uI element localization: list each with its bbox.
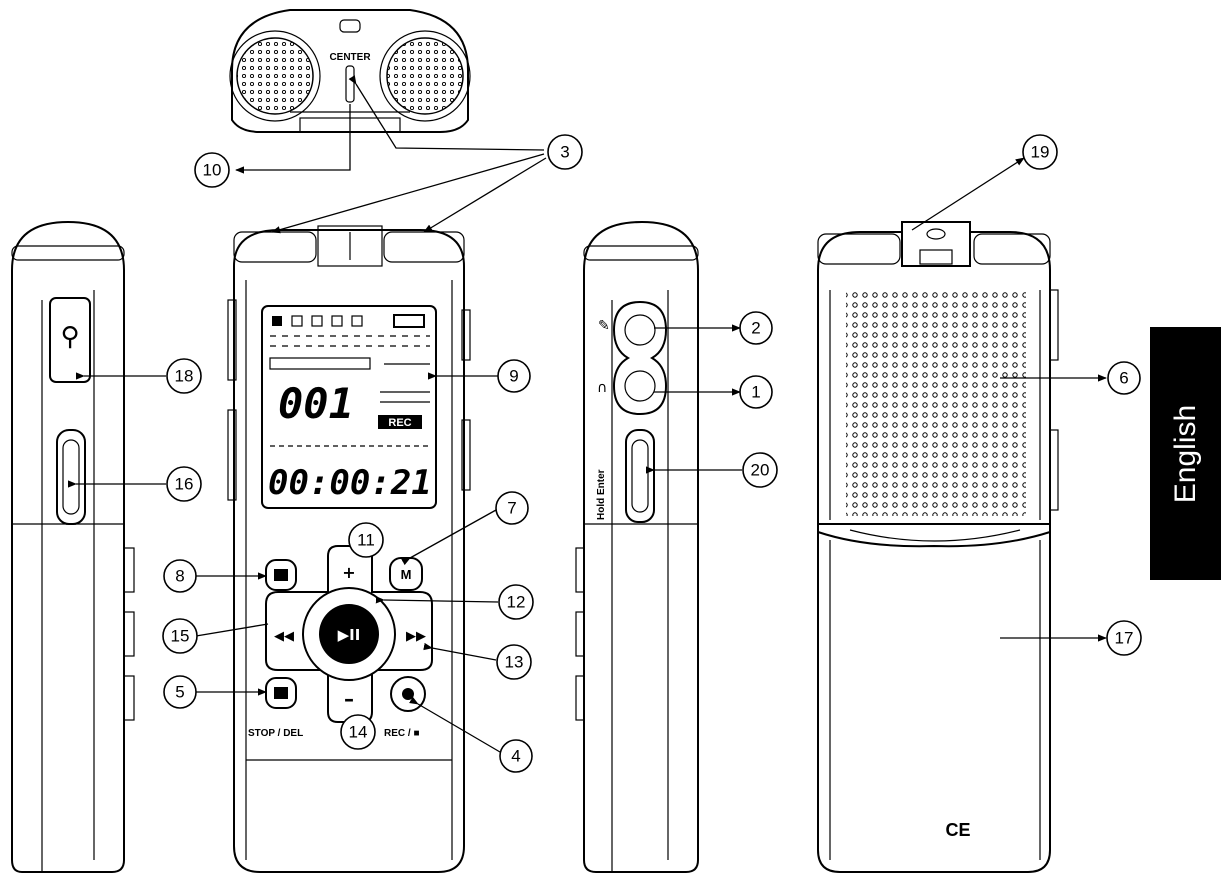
speaker-grille — [846, 292, 1026, 516]
callout-1: 1 — [739, 375, 773, 409]
callout-17: 17 — [1106, 620, 1142, 656]
jack-housing — [612, 300, 668, 416]
callout-4-label: 4 — [511, 747, 520, 766]
callout-18-label: 18 — [175, 367, 194, 386]
callout-12: 12 — [498, 584, 534, 620]
previous-icon: ◀◀ — [274, 629, 294, 644]
callout-2-label: 2 — [751, 319, 760, 338]
callout-6-label: 6 — [1119, 369, 1128, 388]
callout-16: 16 — [166, 466, 202, 502]
callout-9: 9 — [497, 359, 531, 393]
callout-8: 8 — [163, 559, 197, 593]
callout-14-label: 14 — [349, 723, 368, 742]
language-tab-label: English — [1168, 404, 1202, 503]
center-label: CENTER — [329, 52, 371, 63]
callout-15-label: 15 — [171, 627, 190, 646]
callout-10: 10 — [194, 152, 230, 188]
callout-16-label: 16 — [175, 475, 194, 494]
callout-19: 19 — [1022, 134, 1058, 170]
language-tab: English — [1150, 327, 1221, 580]
left-side-view: ⚲ — [11, 220, 135, 873]
lcd-screen — [261, 305, 437, 509]
callout-3-label: 3 — [560, 143, 569, 162]
callout-8-label: 8 — [175, 567, 184, 586]
mic-icon: ✎ — [598, 318, 610, 334]
left-microphone — [236, 37, 314, 115]
callout-3: 3 — [547, 134, 583, 170]
leader-lines — [67, 75, 1107, 753]
hold-enter-label: Hold Enter — [596, 469, 607, 520]
lcd-time: 00:00:21 — [268, 463, 432, 503]
volume-up-icon: + — [342, 563, 355, 582]
callout-7: 7 — [495, 491, 529, 525]
play-pause-button — [319, 604, 379, 664]
lcd-track-number: 001 — [278, 379, 354, 428]
next-icon: ▶▶ — [406, 629, 426, 644]
right-microphone — [386, 37, 464, 115]
headphone-icon: ∩ — [597, 380, 607, 396]
callout-9-label: 9 — [509, 367, 518, 386]
callout-7-label: 7 — [507, 499, 516, 518]
right-side-view: ✎ ∩ Hold Enter — [575, 220, 699, 873]
callout-10-label: 10 — [203, 161, 222, 180]
callout-6: 6 — [1107, 361, 1141, 395]
callout-5: 5 — [163, 675, 197, 709]
lanyard-hole — [926, 228, 946, 240]
callout-13-label: 13 — [505, 653, 524, 672]
back-view: CE — [817, 221, 1059, 873]
callout-5-label: 5 — [175, 683, 184, 702]
volume-down-icon: – — [344, 687, 354, 711]
callout-19-label: 19 — [1031, 143, 1050, 162]
callout-20: 20 — [742, 452, 778, 488]
power-slider — [56, 429, 86, 525]
usb-port — [49, 297, 91, 383]
rec-label: REC / ■ — [384, 728, 420, 739]
callout-15: 15 — [162, 618, 198, 654]
svg-text:M: M — [401, 567, 412, 582]
lcd-rec-indicator: REC — [388, 417, 411, 429]
front-view: 001 REC 00:00:21 M ▶II + – ◀◀ ▶▶ STOP / … — [227, 225, 471, 873]
usb-icon: ⚲ — [60, 322, 79, 352]
headphone-jack — [624, 370, 656, 402]
mic-jack — [624, 314, 656, 346]
hold-switch — [625, 429, 655, 523]
callout-13: 13 — [496, 644, 532, 680]
callout-11-label: 11 — [357, 531, 375, 550]
stop-del-label: STOP / DEL — [248, 728, 303, 739]
callout-2: 2 — [739, 311, 773, 345]
play-pause-icon: ▶II — [338, 626, 361, 644]
callout-18: 18 — [166, 358, 202, 394]
top-view: CENTER — [229, 9, 471, 133]
battery-icon — [393, 314, 425, 328]
callout-1-label: 1 — [751, 383, 760, 402]
callout-11: 11 — [348, 522, 384, 558]
callout-12-label: 12 — [507, 593, 526, 612]
callout-4: 4 — [499, 739, 533, 773]
callout-20-label: 20 — [751, 461, 770, 480]
callout-17-label: 17 — [1115, 629, 1134, 648]
callout-14: 14 — [340, 714, 376, 750]
ce-mark: CE — [945, 820, 970, 840]
